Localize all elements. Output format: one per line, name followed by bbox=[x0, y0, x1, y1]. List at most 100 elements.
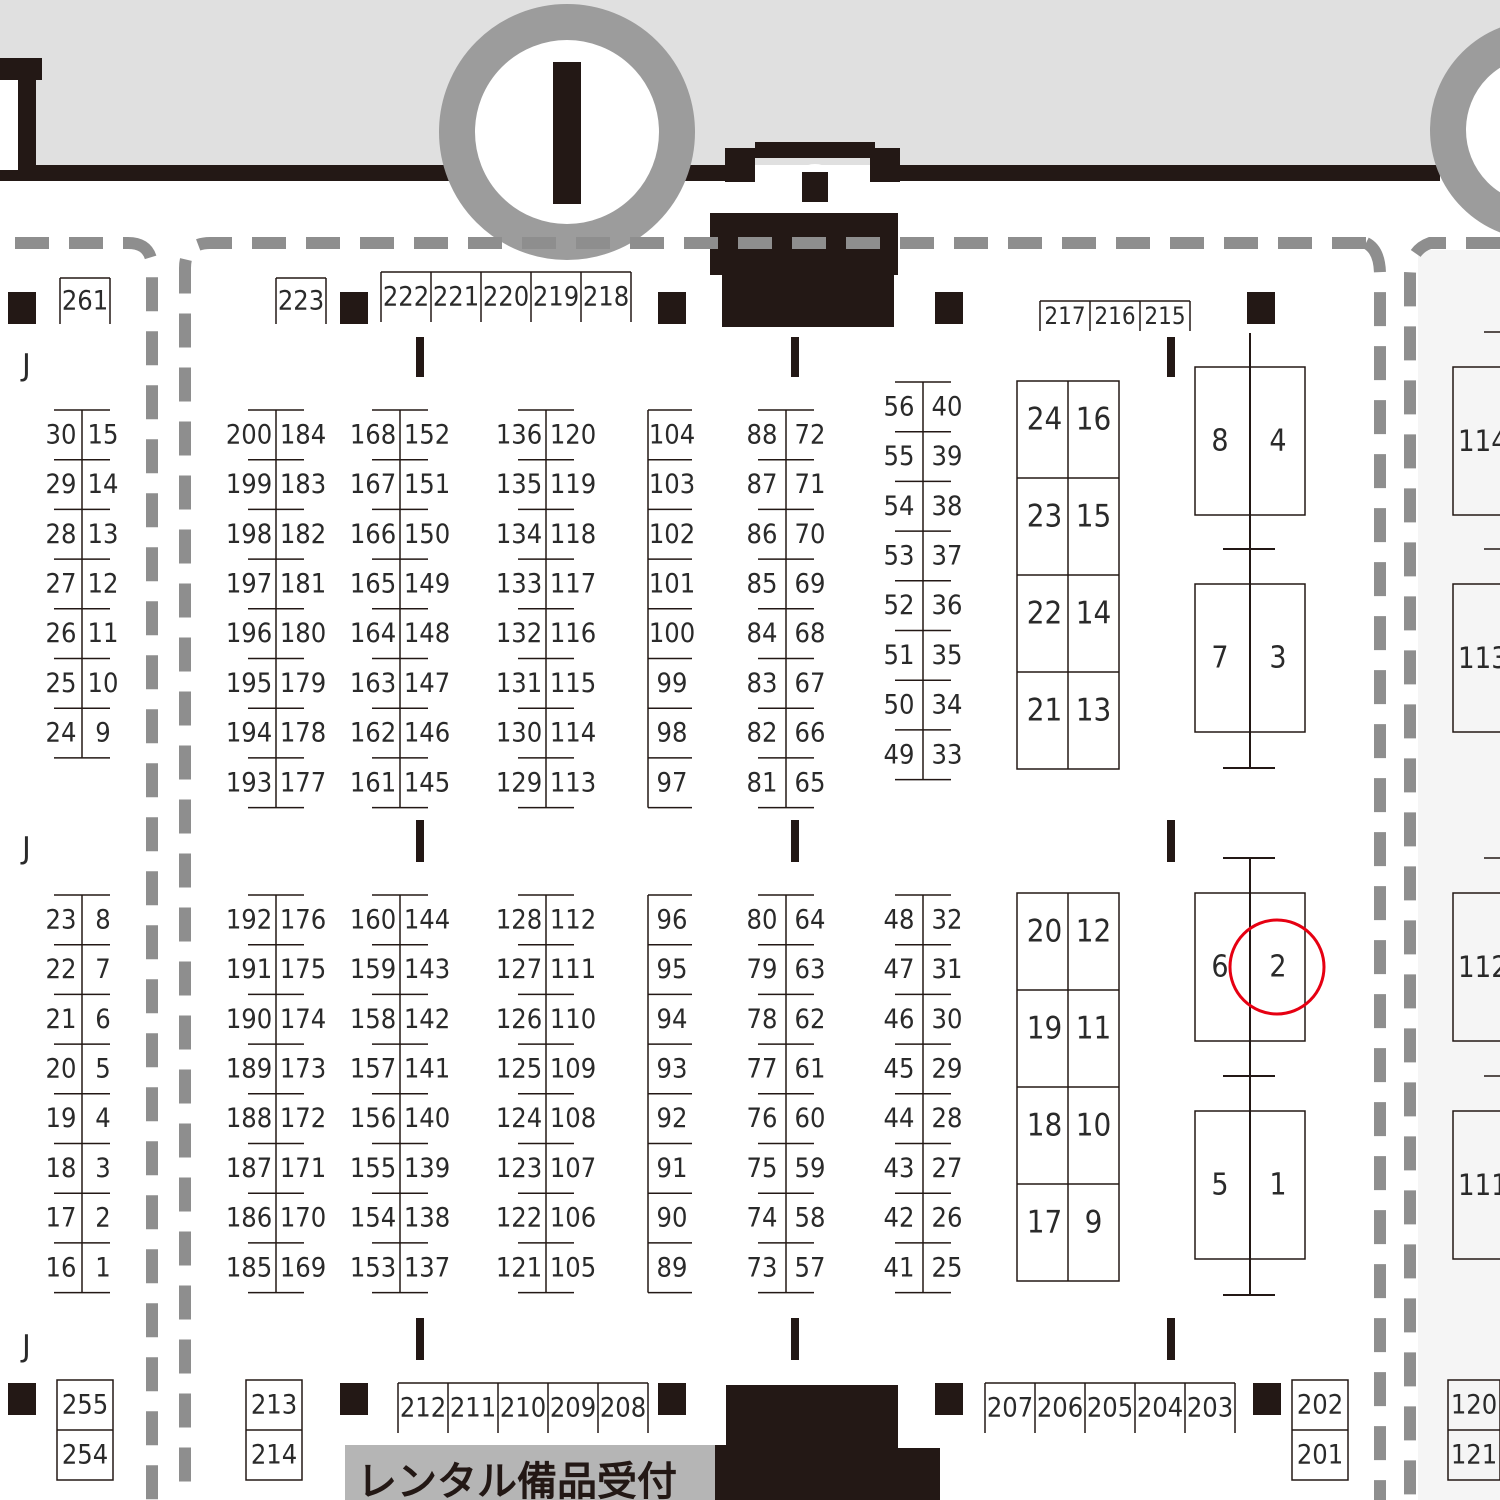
booth-number: 32 bbox=[932, 904, 963, 935]
booth-number: 30 bbox=[46, 419, 77, 450]
booth-number: 116 bbox=[550, 618, 596, 649]
aisle-markers bbox=[416, 337, 1175, 1360]
booth-number: 202 bbox=[1297, 1390, 1343, 1421]
booth-number: 95 bbox=[657, 954, 688, 985]
booth-number: 38 bbox=[932, 491, 963, 522]
booth-number: 60 bbox=[795, 1103, 826, 1134]
booth-number: 1 bbox=[95, 1252, 110, 1283]
booth-number: 6 bbox=[95, 1004, 110, 1035]
booth-number: 194 bbox=[226, 718, 272, 749]
booth-number: 220 bbox=[483, 282, 529, 313]
booth-number: 55 bbox=[884, 441, 915, 472]
booth-number: 189 bbox=[226, 1053, 272, 1084]
booth-number: 16 bbox=[1076, 402, 1111, 438]
booth-number: 145 bbox=[404, 767, 450, 798]
booth-number: 56 bbox=[884, 391, 915, 422]
booth-number: 41 bbox=[884, 1252, 915, 1283]
booth-number: 30 bbox=[932, 1004, 963, 1035]
booth-number: 103 bbox=[649, 469, 695, 500]
booth-number: 139 bbox=[404, 1153, 450, 1184]
booth-number: 109 bbox=[550, 1053, 596, 1084]
booth-number: 25 bbox=[46, 668, 77, 699]
booth-number: 115 bbox=[550, 668, 596, 699]
booth-number: 77 bbox=[747, 1053, 778, 1084]
booth-number: 50 bbox=[884, 690, 915, 721]
booth-number: 160 bbox=[350, 904, 396, 935]
booth-number: 126 bbox=[496, 1004, 542, 1035]
booth-number: 121 bbox=[496, 1252, 542, 1283]
booth-number: 155 bbox=[350, 1153, 396, 1184]
booth-number: 69 bbox=[795, 568, 826, 599]
booth-number: 18 bbox=[1027, 1108, 1062, 1144]
booth-number: 54 bbox=[884, 491, 915, 522]
booth-number: 174 bbox=[280, 1004, 326, 1035]
booth-number: 114 bbox=[550, 718, 596, 749]
booth-number: 70 bbox=[795, 519, 826, 550]
booth-number: 83 bbox=[747, 668, 778, 699]
booth-number: 97 bbox=[657, 767, 688, 798]
booth-number: 159 bbox=[350, 954, 396, 985]
booth-number: 35 bbox=[932, 640, 963, 671]
booth-number: 124 bbox=[496, 1103, 542, 1134]
booth-number: 104 bbox=[649, 419, 695, 450]
booth-number: 140 bbox=[404, 1103, 450, 1134]
booth-number: 25 bbox=[932, 1252, 963, 1283]
booth-number: 43 bbox=[884, 1153, 915, 1184]
booth-number: 148 bbox=[404, 618, 450, 649]
booth-number: 17 bbox=[46, 1203, 77, 1234]
booth-number: 106 bbox=[550, 1203, 596, 1234]
booth-number: 9 bbox=[95, 718, 110, 749]
booth-number: 122 bbox=[496, 1203, 542, 1234]
booth-number: 93 bbox=[657, 1053, 688, 1084]
booth-number: 66 bbox=[795, 718, 826, 749]
booth-number: 156 bbox=[350, 1103, 396, 1134]
booth-number: 206 bbox=[1037, 1393, 1083, 1424]
booth-number: 178 bbox=[280, 718, 326, 749]
booth-outline bbox=[1194, 583, 1306, 733]
booth-number: 176 bbox=[280, 904, 326, 935]
booth-number: 14 bbox=[1076, 596, 1111, 632]
booth-number: 92 bbox=[657, 1103, 688, 1134]
booth-number: 212 bbox=[400, 1393, 446, 1424]
booth-number: 182 bbox=[280, 519, 326, 550]
top-wall bbox=[0, 58, 1440, 182]
booth-number: 20 bbox=[1027, 914, 1062, 950]
booth-number: 138 bbox=[404, 1203, 450, 1234]
booth-number: 4 bbox=[1269, 424, 1286, 459]
booth-number: 162 bbox=[350, 718, 396, 749]
booth-number: 105 bbox=[550, 1252, 596, 1283]
booth-number: 209 bbox=[550, 1393, 596, 1424]
booth-number: 180 bbox=[280, 618, 326, 649]
booth-number: 217 bbox=[1044, 302, 1085, 330]
booth-number: 24 bbox=[46, 718, 77, 749]
booth-number: 31 bbox=[932, 954, 963, 985]
booth-number: 10 bbox=[1076, 1108, 1111, 1144]
booth-number: 134 bbox=[496, 519, 542, 550]
booth-number: 1 bbox=[1269, 1168, 1286, 1203]
booth-number: 255 bbox=[62, 1390, 108, 1421]
booth-number: 121 bbox=[1451, 1440, 1497, 1471]
booth-number: 132 bbox=[496, 618, 542, 649]
booth-number: 67 bbox=[795, 668, 826, 699]
booth-number: 8 bbox=[1211, 424, 1228, 459]
booth-number: 2 bbox=[1269, 950, 1286, 985]
booth-number: 19 bbox=[1027, 1011, 1062, 1047]
booth-number: 53 bbox=[884, 540, 915, 571]
booth-number: 197 bbox=[226, 568, 272, 599]
booth-number: 221 bbox=[433, 282, 479, 313]
booth-number: 120 bbox=[550, 419, 596, 450]
booth-number: 157 bbox=[350, 1053, 396, 1084]
booth-number: 188 bbox=[226, 1103, 272, 1134]
booth-number: 46 bbox=[884, 1004, 915, 1035]
top-left-white-slot bbox=[0, 80, 18, 170]
booth-number: 44 bbox=[884, 1103, 915, 1134]
booth-number: 4 bbox=[95, 1103, 110, 1134]
booth-number: 125 bbox=[496, 1053, 542, 1084]
booth-number: 9 bbox=[1085, 1205, 1103, 1241]
rental-counter-sign bbox=[345, 1445, 715, 1500]
booth-number: 170 bbox=[280, 1203, 326, 1234]
booth-number: 128 bbox=[496, 904, 542, 935]
booth-number: 47 bbox=[884, 954, 915, 985]
booth-number: 18 bbox=[46, 1153, 77, 1184]
